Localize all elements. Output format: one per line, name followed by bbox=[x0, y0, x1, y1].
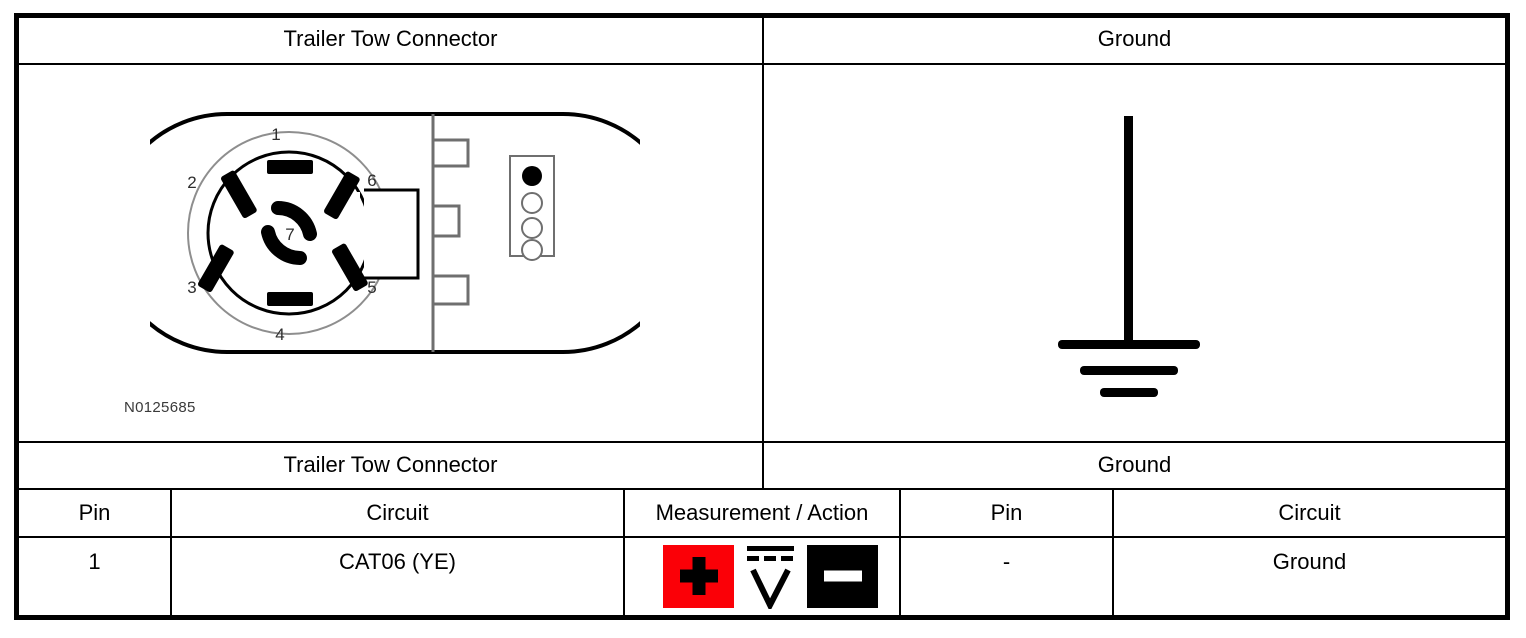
minus-horizontal-bar bbox=[823, 570, 862, 582]
dc-voltage-icon bbox=[743, 543, 798, 612]
rule-split-top-panels bbox=[762, 15, 764, 442]
cell-pin-right: - bbox=[1002, 548, 1011, 574]
rule-under-section-headers bbox=[19, 488, 1505, 490]
chassis-ground-icon bbox=[1040, 108, 1230, 403]
svg-text:1: 1 bbox=[271, 125, 280, 144]
column-header-circuit-right: Circuit bbox=[1278, 499, 1341, 525]
rule-above-section-headers bbox=[19, 441, 1505, 443]
svg-text:2: 2 bbox=[187, 173, 196, 192]
rule-split-section-headers bbox=[762, 443, 764, 489]
svg-text:6: 6 bbox=[367, 171, 376, 190]
svg-text:7: 7 bbox=[285, 225, 294, 244]
connector-reference-label: N0125685 bbox=[124, 399, 196, 416]
svg-text:5: 5 bbox=[367, 278, 376, 297]
column-header-pin-left: Pin bbox=[78, 499, 111, 525]
section-header-trailer-tow-connector: Trailer Tow Connector bbox=[283, 452, 498, 478]
section-header-ground: Ground bbox=[1097, 452, 1172, 478]
column-header-measurement-action: Measurement / Action bbox=[655, 499, 869, 525]
rule-pin-circuit-left bbox=[170, 490, 172, 618]
rule-pin-circuit-right bbox=[1112, 490, 1114, 618]
cell-pin-left: 1 bbox=[88, 548, 101, 574]
cell-circuit-left: CAT06 (YE) bbox=[339, 548, 456, 574]
rule-circuit-measurement bbox=[623, 490, 625, 618]
rule-under-column-headers bbox=[19, 536, 1505, 538]
positive-probe-icon bbox=[663, 544, 734, 608]
measurement-action-icon-group bbox=[648, 541, 893, 612]
rule-measurement-pin-right bbox=[899, 490, 901, 618]
svg-text:4: 4 bbox=[275, 325, 284, 344]
column-header-circuit-left: Circuit bbox=[366, 499, 429, 525]
svg-text:3: 3 bbox=[187, 278, 196, 297]
trailer-tow-7-way-connector-icon: 1 2 3 4 5 6 7 bbox=[106, 108, 684, 358]
cell-circuit-right: Ground bbox=[1272, 548, 1347, 574]
top-header-trailer-tow-connector: Trailer Tow Connector bbox=[283, 25, 498, 51]
column-header-pin-right: Pin bbox=[990, 499, 1023, 525]
plus-vertical-bar bbox=[692, 557, 705, 595]
negative-probe-icon bbox=[807, 544, 878, 608]
top-header-ground: Ground bbox=[1097, 25, 1172, 51]
